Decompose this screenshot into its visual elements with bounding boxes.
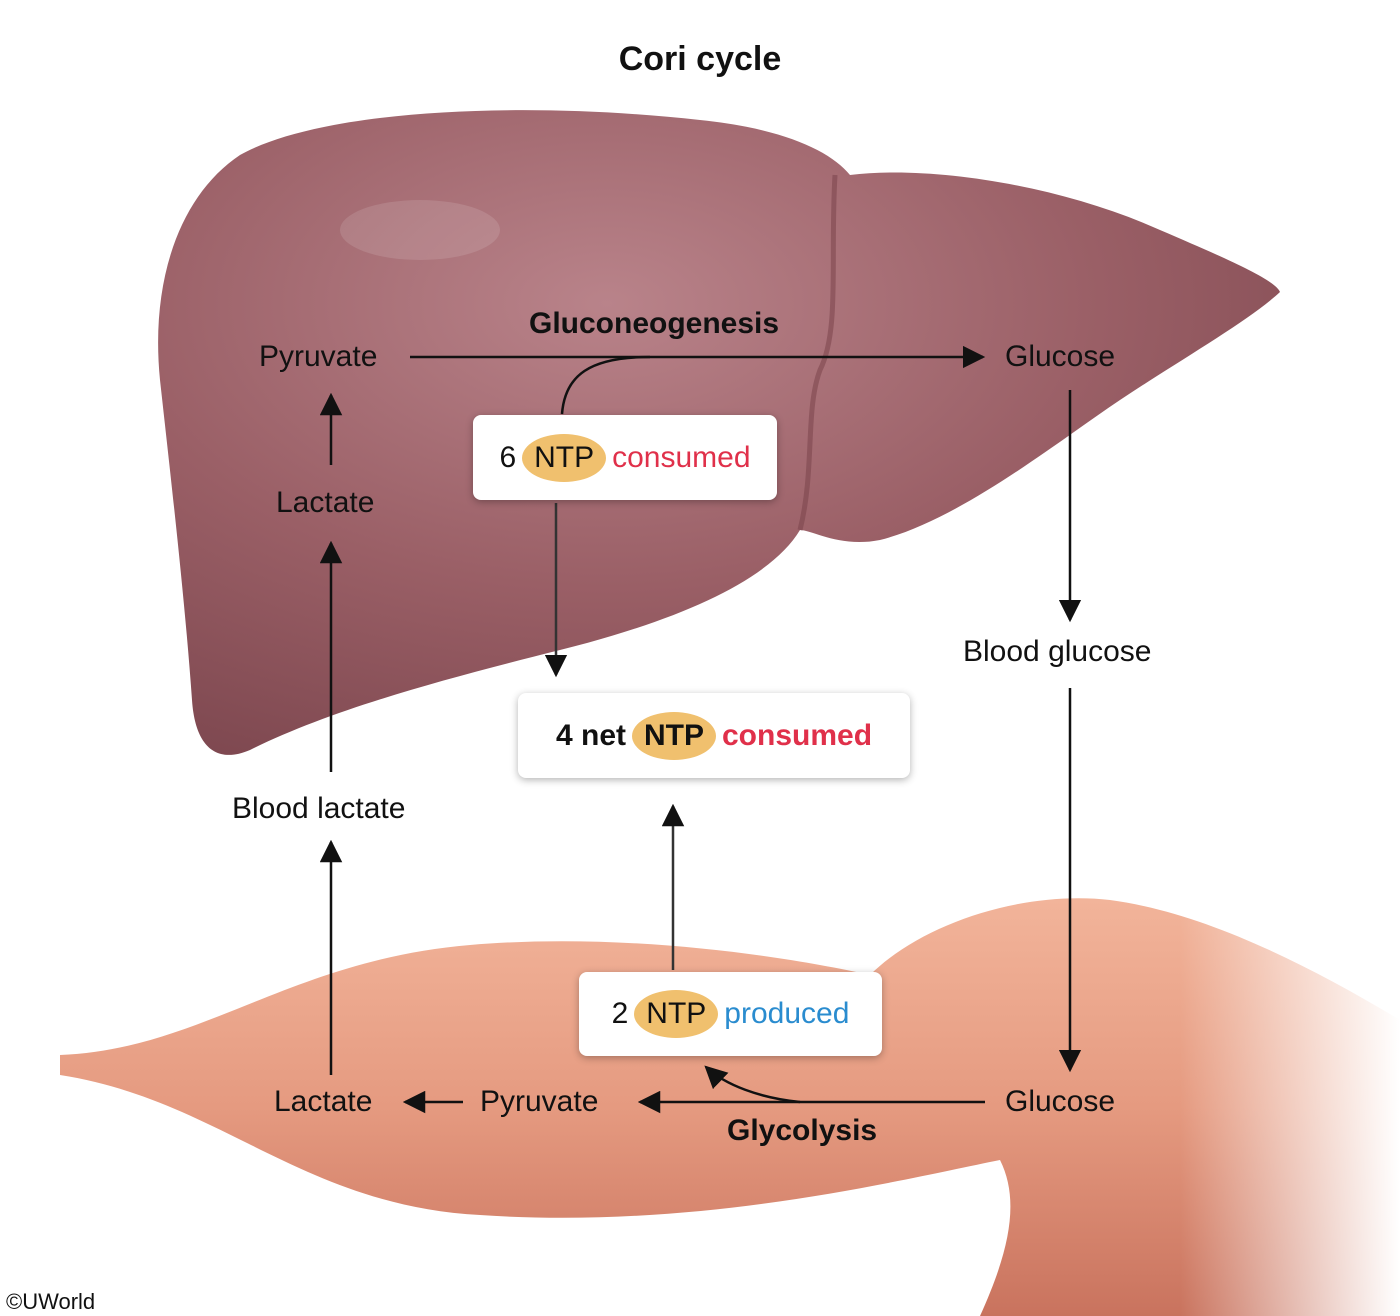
ntp-produced-count: 2 <box>611 997 629 1030</box>
ntp-oval: NTP <box>632 711 716 760</box>
ntp-oval: NTP <box>522 433 607 482</box>
liver-glucose-label: Glucose <box>1005 340 1116 373</box>
net-ntp-status: consumed <box>722 718 873 752</box>
liver-pyruvate-label: Pyruvate <box>259 340 378 373</box>
liver-lactate-label: Lactate <box>276 486 375 519</box>
muscle-glucose-label: Glucose <box>1005 1085 1116 1118</box>
diagram-title: Cori cycle <box>618 40 782 78</box>
net-ntp-count: 4 net <box>555 718 626 752</box>
muscle-illustration <box>60 880 1400 1316</box>
muscle-pyruvate-label: Pyruvate <box>480 1085 599 1118</box>
ntp-production-branch <box>704 1065 801 1104</box>
glycolysis-label: Glycolysis <box>727 1114 878 1147</box>
ntp-consumed-status: consumed <box>612 440 751 474</box>
copyright-notice: ©UWorld <box>6 1289 96 1314</box>
ntp-consumed-box: 6 NTP consumed <box>473 415 777 500</box>
muscle-lactate-label: Lactate <box>274 1085 373 1118</box>
ntp-consumed-count: 6 <box>499 440 517 474</box>
ntp-oval: NTP <box>634 990 719 1038</box>
gluconeogenesis-label: Gluconeogenesis <box>529 307 780 340</box>
blood-lactate-label: Blood lactate <box>232 792 406 825</box>
ntp-produced-box: 2 NTP produced <box>579 972 882 1056</box>
ntp-consumption-branch <box>560 355 651 415</box>
blood-glucose-label: Blood glucose <box>963 635 1152 668</box>
net-ntp-box: 4 net NTP consumed <box>518 693 910 778</box>
ntp-produced-status: produced <box>724 997 850 1030</box>
